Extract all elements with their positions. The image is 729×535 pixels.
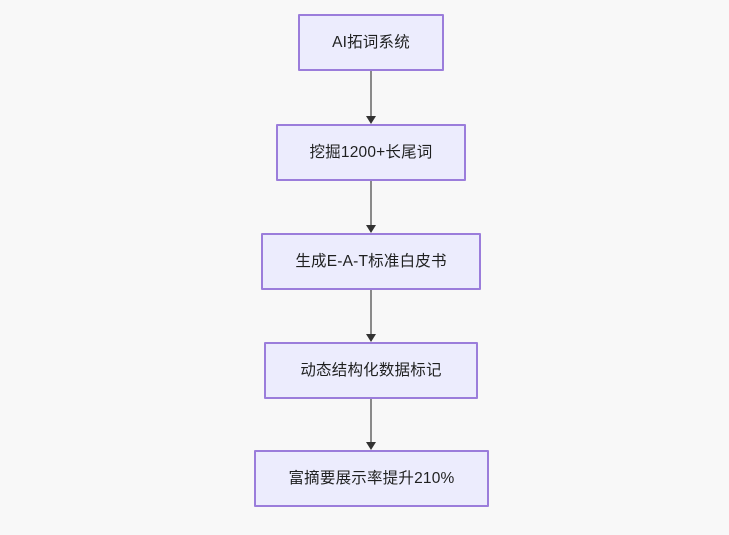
node-label: 生成E-A-T标准白皮书 [295,252,447,270]
flowchart-node-generate-eat-whitepaper[interactable]: 生成E-A-T标准白皮书 [261,233,481,290]
flowchart-node-rich-snippet-impression-uplift[interactable]: 富摘要展示率提升210% [254,450,489,507]
node-label: AI拓词系统 [332,33,410,51]
node-label: 挖掘1200+长尾词 [309,143,433,161]
connector-line [370,290,372,334]
arrowhead-icon [366,334,376,342]
connector-line [370,181,372,225]
arrowhead-icon [366,442,376,450]
node-label: 动态结构化数据标记 [300,361,442,379]
connector-n4-n5 [366,399,376,450]
connector-n1-n2 [366,71,376,124]
connector-n2-n3 [366,181,376,233]
node-label: 富摘要展示率提升210% [288,469,455,487]
connector-line [370,71,372,116]
arrowhead-icon [366,225,376,233]
arrowhead-icon [366,116,376,124]
flowchart-node-dynamic-structured-data-markup[interactable]: 动态结构化数据标记 [264,342,478,399]
flowchart-node-mine-longtail-keywords[interactable]: 挖掘1200+长尾词 [276,124,466,181]
connector-line [370,399,372,442]
connector-n3-n4 [366,290,376,342]
flowchart-node-ai-keyword-system[interactable]: AI拓词系统 [298,14,444,71]
